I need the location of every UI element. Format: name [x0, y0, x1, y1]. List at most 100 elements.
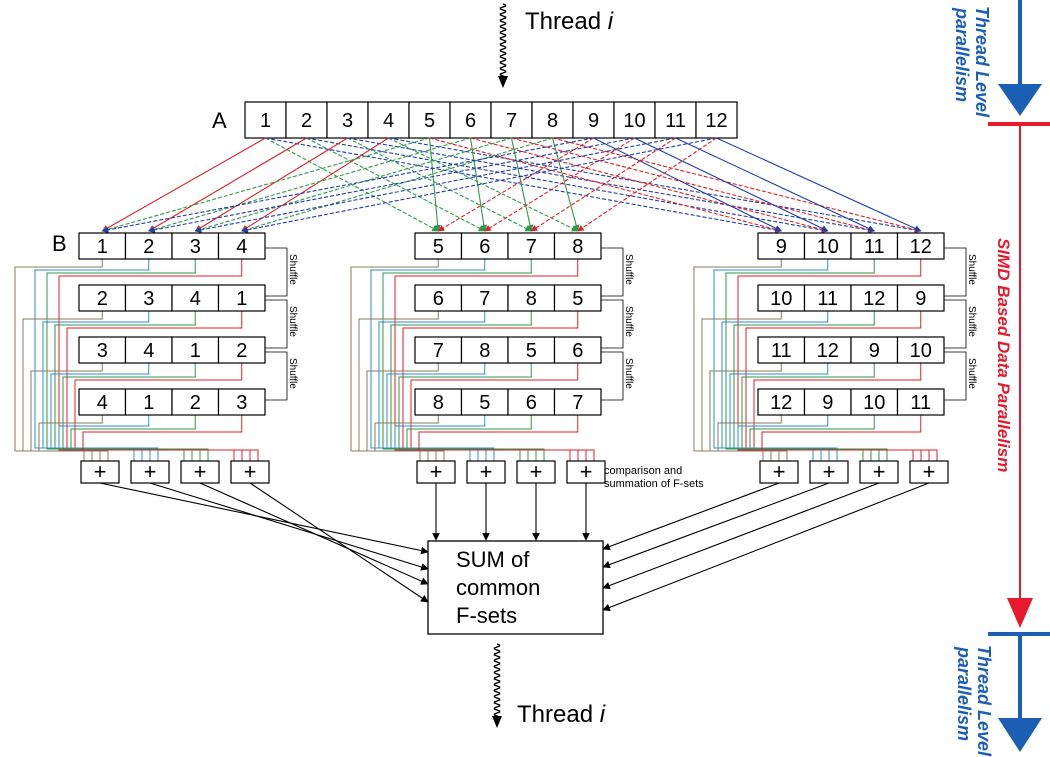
sum-box-line3: F-sets — [456, 603, 517, 628]
distribution-arrow — [552, 137, 922, 233]
distribution-arrow — [429, 137, 782, 233]
shuffle-bracket — [944, 351, 967, 401]
lane-line — [737, 259, 922, 461]
simd-cell — [507, 232, 556, 260]
array-a-cell-value: 5 — [424, 110, 435, 132]
simd-cell — [460, 388, 509, 416]
lane-line — [402, 311, 579, 461]
lane-line — [390, 311, 532, 461]
array-a-cell — [449, 101, 492, 139]
sidebar-top-line1: Thread Level — [972, 6, 992, 118]
simd-cell-value: 10 — [817, 236, 839, 258]
simd-cell-value: 3 — [97, 340, 108, 362]
array-b-label: B — [52, 231, 67, 256]
distribution-arrow — [388, 137, 922, 234]
simd-cell-value: 2 — [143, 236, 154, 258]
simd-cell-value: 4 — [97, 392, 108, 414]
simd-cell-value: 6 — [526, 392, 537, 414]
sum-arrow — [149, 482, 429, 571]
distribution-arrows — [101, 137, 922, 234]
sum-arrow — [602, 482, 880, 590]
simd-cell-value: 4 — [236, 236, 247, 258]
simd-cell — [850, 232, 899, 260]
lane-line — [38, 415, 109, 461]
lane-line — [382, 259, 532, 461]
lane-line — [394, 259, 579, 461]
shuffle-label: Shuffle — [623, 254, 634, 285]
simd-cell — [78, 284, 127, 312]
simd-cell — [171, 284, 220, 312]
simd-cell — [850, 336, 899, 364]
distribution-arrow — [306, 137, 486, 232]
simd-cell — [757, 284, 806, 312]
lane-line — [358, 311, 439, 461]
lane-line — [58, 259, 243, 461]
lane-line — [701, 311, 782, 461]
lane-line — [717, 415, 788, 461]
simd-cell-value: 2 — [190, 392, 201, 414]
lane-line — [725, 259, 875, 461]
simd-cell-value: 12 — [910, 236, 932, 258]
simd-cell — [896, 232, 945, 260]
sum-arrow — [249, 482, 429, 603]
simd-cell-value: 11 — [864, 236, 885, 258]
array-a-cell — [285, 101, 328, 139]
shuffle-bracket — [944, 299, 967, 349]
lane-line — [749, 415, 888, 461]
simd-cell-value: 10 — [770, 288, 792, 310]
simd-cell — [217, 388, 266, 416]
simd-cell-value: 9 — [822, 392, 833, 414]
distribution-arrow — [265, 137, 439, 232]
shuffle-bracket — [265, 247, 288, 297]
sum-arrow — [199, 482, 429, 585]
simd-cell — [757, 336, 806, 364]
array-a-cell-value: 2 — [301, 110, 312, 132]
simd-cell-value: 6 — [433, 288, 444, 310]
simd-cell — [124, 232, 173, 260]
distribution-arrow — [194, 137, 676, 234]
lane-line — [366, 363, 439, 461]
shuffle-label: Shuffle — [966, 254, 977, 285]
simd-cell-value: 4 — [190, 288, 201, 310]
shuffle-bracket — [601, 351, 624, 401]
simd-cell-value: 9 — [915, 288, 926, 310]
distribution-arrow — [577, 137, 717, 232]
shuffle-label: Shuffle — [966, 358, 977, 389]
thread-bottom: Thread i — [492, 643, 606, 728]
simd-cell — [171, 388, 220, 416]
shuffle-bracket — [601, 247, 624, 297]
array-a-cell-value: 1 — [260, 110, 271, 132]
simd-cell-value: 12 — [770, 392, 792, 414]
thread-wave-top — [499, 3, 507, 78]
distribution-arrow — [148, 137, 471, 233]
thread-wave-bottom — [493, 643, 501, 718]
lane-line — [733, 311, 875, 461]
distribution-arrow — [551, 137, 580, 232]
shuffle-bracket — [944, 247, 967, 297]
simd-cell-value: 12 — [863, 288, 885, 310]
array-a-cell-value: 3 — [342, 110, 353, 132]
thread-top: Thread i — [498, 3, 614, 88]
distribution-arrow — [148, 137, 307, 232]
lane-line — [70, 415, 209, 461]
thread-bottom-label: Thread i — [517, 701, 606, 728]
adder-symbol: + — [873, 459, 886, 484]
simd-cell — [553, 284, 602, 312]
lane-lines — [14, 259, 259, 461]
lane-line — [741, 363, 880, 461]
adder-symbol: + — [194, 459, 207, 484]
simd-cell-value: 3 — [190, 236, 201, 258]
shuffle-bracket — [265, 351, 288, 401]
simd-cell-value: 5 — [479, 392, 490, 414]
simd-cell-value: 4 — [143, 340, 154, 362]
adder-symbol: + — [144, 459, 157, 484]
lane-line — [62, 363, 201, 461]
array-a-cell-value: 6 — [465, 110, 476, 132]
array-a-cell — [244, 101, 287, 139]
simd-cell — [217, 232, 266, 260]
sum-arrow — [99, 482, 429, 555]
